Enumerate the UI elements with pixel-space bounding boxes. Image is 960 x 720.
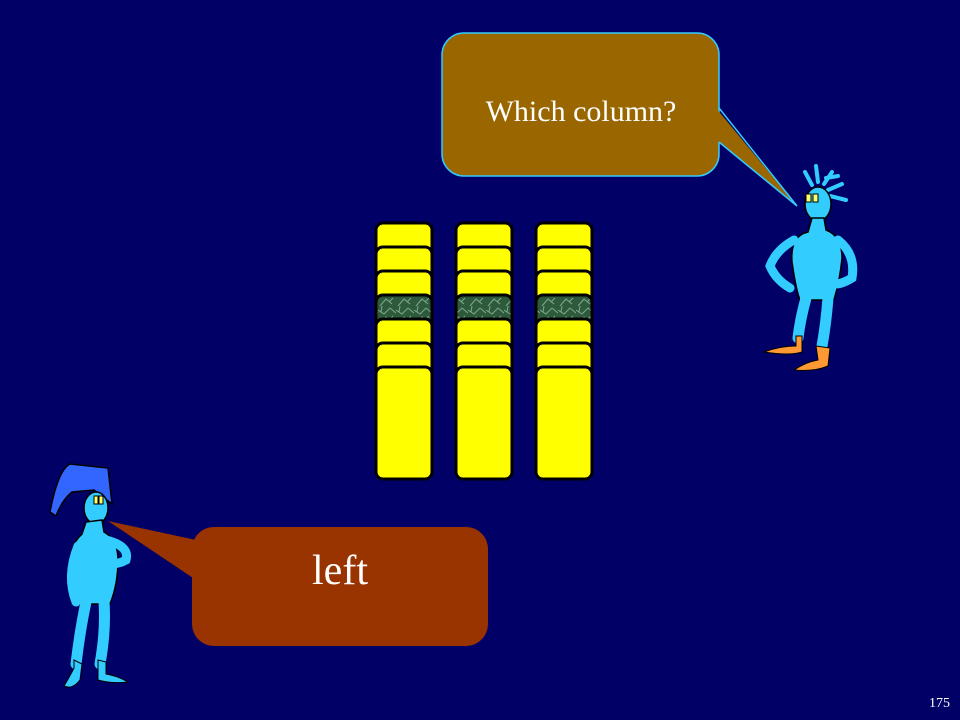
card-columns [374,221,594,481]
question-speech-bubble [441,32,798,207]
slide-number: 175 [929,696,950,711]
card [454,365,514,481]
answering-figure [49,463,132,688]
card-column-3[interactable] [534,221,594,481]
question-bubble-text: Which column? [485,95,677,128]
card-column-1[interactable] [374,221,434,481]
answer-speech-bubble [108,521,488,646]
card [534,365,594,481]
asking-figure [762,164,858,371]
card [374,365,434,481]
card-column-2[interactable] [454,221,514,481]
answer-bubble-text: left [312,548,368,594]
